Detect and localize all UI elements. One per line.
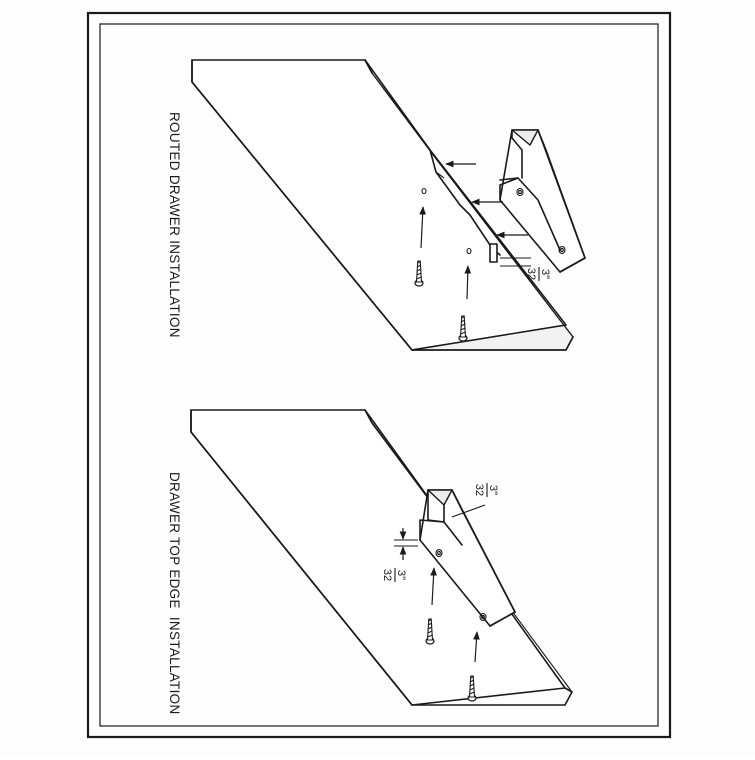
inner-border [99, 23, 659, 727]
top-edge-dimension-b-denominator: 32 [381, 569, 393, 581]
routed-diagram-title: ROUTED DRAWER INSTALLATION [167, 112, 182, 338]
routed-drawer-diagram: 3" 32 ROUTED DRAWER INSTALLATION [167, 59, 586, 351]
top-edge-dimension-b-numerator: 3" [395, 570, 407, 580]
routed-dimension-numerator: 3" [539, 269, 551, 279]
top-edge-dimension-a: 3" 32 [473, 483, 499, 497]
top-edge-dimension-a-denominator: 32 [473, 484, 485, 496]
outer-border [86, 11, 672, 739]
top-edge-dimension-a-numerator: 3" [487, 485, 499, 495]
routed-dimension-denominator: 32 [525, 268, 537, 280]
top-edge-diagram-title: DRAWER TOP EDGE INSTALLATION [167, 472, 182, 715]
top-edge-diagram: 3" 32 3" 32 DRAWER TOP EDGE INSTALLATION [167, 409, 573, 715]
top-edge-dimension-b: 3" 32 [381, 568, 407, 582]
routed-dimension-label: 3" 32 [525, 267, 551, 281]
